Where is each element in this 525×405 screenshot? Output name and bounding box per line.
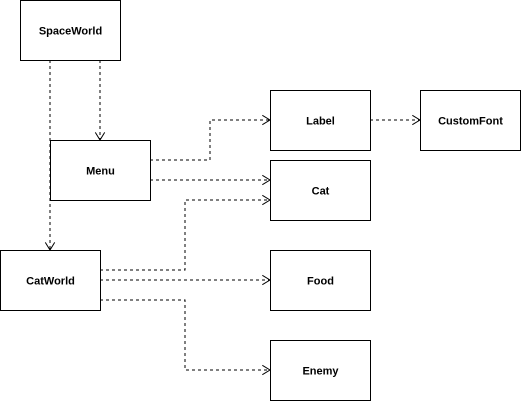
node-label: CatWorld — [26, 276, 75, 288]
edge-catworld-to-enemy — [100, 299, 271, 376]
edge-menu-to-label — [150, 114, 271, 161]
edge-label-to-customfont — [370, 114, 421, 126]
node-box — [270, 340, 371, 401]
node-label: CustomFont — [438, 116, 503, 128]
dependency-line — [100, 199, 270, 271]
node-label[interactable]: Label — [270, 90, 371, 151]
edge-menu-to-cat — [150, 174, 271, 186]
node-catworld[interactable]: CatWorld — [0, 250, 101, 311]
node-box — [420, 90, 521, 151]
node-label: SpaceWorld — [39, 26, 102, 38]
node-box — [270, 160, 371, 221]
edge-catworld-to-food — [100, 274, 271, 286]
node-label: Label — [306, 116, 335, 128]
node-food[interactable]: Food — [270, 250, 371, 311]
node-box — [0, 250, 101, 311]
node-box — [20, 0, 121, 61]
node-cat[interactable]: Cat — [270, 160, 371, 221]
node-box — [270, 90, 371, 151]
node-menu[interactable]: Menu — [50, 140, 151, 201]
edge-spaceworld-to-menu — [94, 60, 106, 141]
node-box — [270, 250, 371, 311]
edge-catworld-to-cat — [100, 194, 271, 271]
node-box — [50, 140, 151, 201]
node-customfont[interactable]: CustomFont — [420, 90, 521, 151]
dependency-line — [100, 299, 270, 371]
node-label: Cat — [312, 186, 330, 198]
node-label: Enemy — [302, 366, 339, 378]
node-label: Food — [307, 276, 334, 288]
node-label: Menu — [86, 166, 115, 178]
node-spaceworld[interactable]: SpaceWorld — [20, 0, 121, 61]
dependency-line — [150, 119, 270, 161]
node-enemy[interactable]: Enemy — [270, 340, 371, 401]
